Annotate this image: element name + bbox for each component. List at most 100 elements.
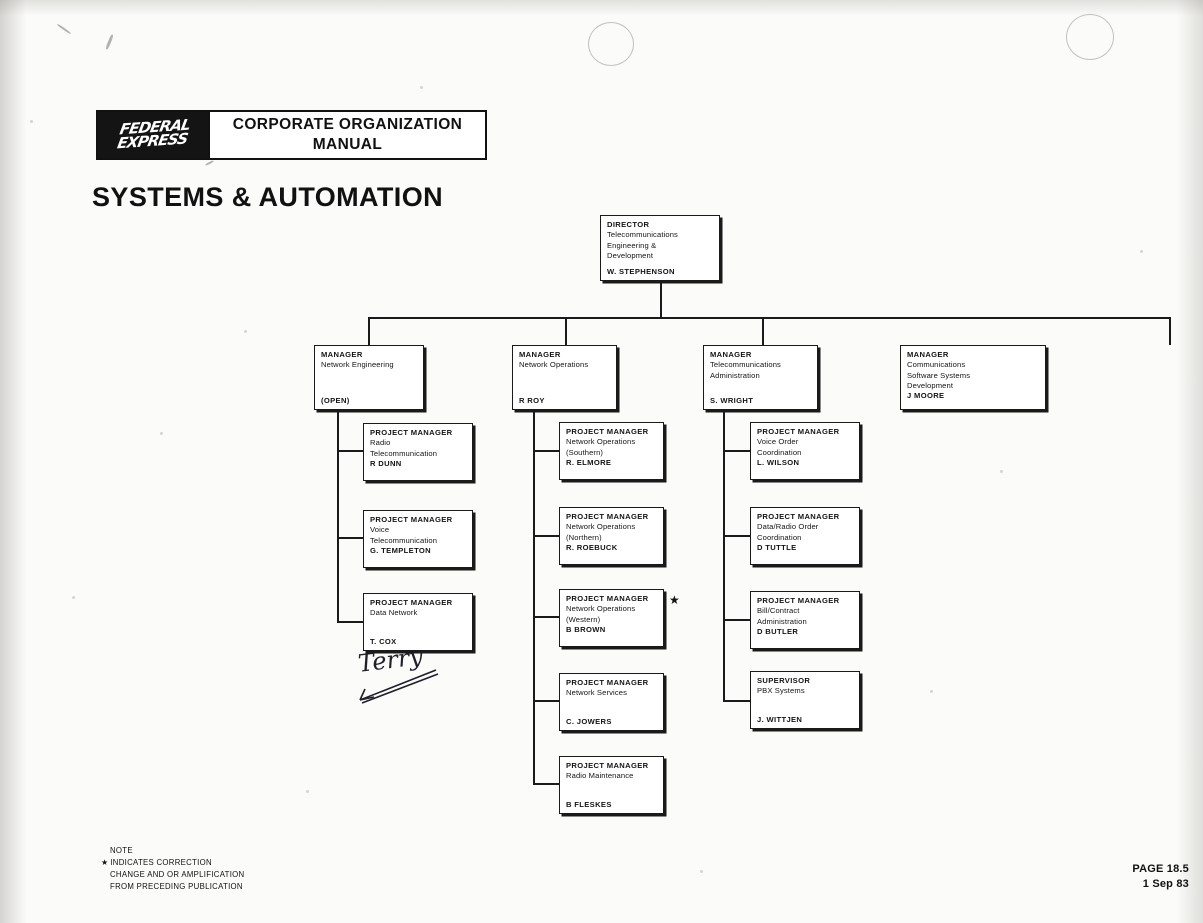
connector-manager-bus <box>368 317 1171 320</box>
col3-4-role: SUPERVISOR <box>757 676 811 685</box>
col1-3-role: PROJECT MANAGER <box>370 598 453 607</box>
scan-speck-6 <box>1000 470 1003 473</box>
note-star-icon: ★ <box>101 858 109 868</box>
org-node-pm-radio-telecommunication: PROJECT MANAGER Radio Telecommunication … <box>363 423 473 481</box>
scan-smudge-2 <box>56 23 72 35</box>
col1-1-role: PROJECT MANAGER <box>370 428 453 437</box>
col1-1-person: R DUNN <box>370 458 402 468</box>
scan-speck-3 <box>160 432 163 435</box>
note-heading: NOTE <box>110 846 133 855</box>
col2-3-role: PROJECT MANAGER <box>566 594 649 603</box>
col2-5-person: B FLESKES <box>566 799 612 809</box>
org-node-pm-netops-western: PROJECT MANAGER Network Operations (West… <box>559 589 664 647</box>
federal-express-logo: FEDERAL EXPRESS <box>98 112 208 158</box>
col3-3-person: D BUTLER <box>757 626 799 636</box>
page-edge-shadow-top <box>0 0 1203 16</box>
manager-4-desc: Communications Software Systems Developm… <box>907 360 971 390</box>
connector-col2-stub-2 <box>533 535 560 538</box>
connector-col2-stub-5 <box>533 783 560 786</box>
manager-1-desc: Network Engineering <box>321 360 394 370</box>
connector-col1-stub-3 <box>337 621 364 624</box>
manager-1-role: MANAGER <box>321 350 363 359</box>
director-desc: Telecommunications Engineering & Develop… <box>607 230 678 260</box>
connector-col3-stub-4 <box>723 700 751 703</box>
scan-speck-4 <box>72 596 75 599</box>
col3-3-role: PROJECT MANAGER <box>757 596 840 605</box>
org-node-supervisor-pbx-systems: SUPERVISOR PBX Systems J. WITTJEN <box>750 671 860 729</box>
connector-col3-stub-3 <box>723 619 751 622</box>
col2-2-role: PROJECT MANAGER <box>566 512 649 521</box>
col2-3-person: B BROWN <box>566 624 606 634</box>
manager-1-person: (OPEN) <box>321 395 350 405</box>
masthead-title: CORPORATE ORGANIZATION MANUAL <box>208 112 485 158</box>
col3-2-role: PROJECT MANAGER <box>757 512 840 521</box>
director-role: DIRECTOR <box>607 220 650 229</box>
masthead-title-line-2: MANUAL <box>312 136 383 153</box>
col2-3-desc: Network Operations (Western) <box>566 604 636 624</box>
org-node-pm-radio-maintenance: PROJECT MANAGER Radio Maintenance B FLES… <box>559 756 664 814</box>
connector-manager-drop-4 <box>1169 317 1172 345</box>
col2-5-desc: Radio Maintenance <box>566 771 634 781</box>
col3-2-person: D TUTTLE <box>757 542 797 552</box>
org-node-pm-data-radio-order-coordination: PROJECT MANAGER Data/Radio Order Coordin… <box>750 507 860 565</box>
org-node-manager-network-operations: MANAGER Network Operations R ROY <box>512 345 617 410</box>
scan-smudge-1 <box>105 34 114 50</box>
connector-col3-stub-1 <box>723 450 751 453</box>
col3-4-desc: PBX Systems <box>757 686 805 696</box>
org-node-manager-comm-software-systems: MANAGER Communications Software Systems … <box>900 345 1046 410</box>
connector-col3-stub-2 <box>723 535 751 538</box>
manager-3-desc: Telecommunications Administration <box>710 360 781 380</box>
manager-4-role: MANAGER <box>907 350 949 359</box>
col2-4-desc: Network Services <box>566 688 627 698</box>
scan-speck-2 <box>244 330 247 333</box>
connector-col2-stub-1 <box>533 450 560 453</box>
page-footer: PAGE 18.5 1 Sep 83 <box>1132 862 1189 893</box>
handwritten-annotation: Terry <box>352 642 462 710</box>
scan-speck-10 <box>420 86 423 89</box>
org-node-pm-network-services: PROJECT MANAGER Network Services C. JOWE… <box>559 673 664 731</box>
connector-col1-spine <box>337 410 340 623</box>
col1-3-desc: Data Network <box>370 608 418 618</box>
col3-2-desc: Data/Radio Order Coordination <box>757 522 819 542</box>
org-node-manager-telecom-administration: MANAGER Telecommunications Administratio… <box>703 345 818 410</box>
connector-col2-stub-4 <box>533 700 560 703</box>
org-node-pm-voice-order-coordination: PROJECT MANAGER Voice Order Coordination… <box>750 422 860 480</box>
col2-4-person: C. JOWERS <box>566 716 612 726</box>
col3-3-desc: Bill/Contract Administration <box>757 606 807 626</box>
manager-2-desc: Network Operations <box>519 360 589 370</box>
col1-2-desc: Voice Telecommunication <box>370 525 438 545</box>
col2-5-role: PROJECT MANAGER <box>566 761 649 770</box>
scan-speck-5 <box>306 790 309 793</box>
page-edge-shadow-right <box>1177 0 1203 923</box>
page-edge-shadow-left <box>0 0 26 923</box>
connector-manager-drop-1 <box>368 317 371 345</box>
correction-marker-netops-western: ★ <box>669 593 680 607</box>
col1-3-person: T. COX <box>370 636 397 646</box>
manager-3-role: MANAGER <box>710 350 752 359</box>
masthead-title-line-1: CORPORATE ORGANIZATION <box>232 116 463 134</box>
col2-1-desc: Network Operations (Southern) <box>566 437 636 457</box>
note-line-1: INDICATES CORRECTION <box>110 858 212 868</box>
org-node-director: DIRECTOR Telecommunications Engineering … <box>600 215 720 281</box>
handwritten-arrow-icon <box>359 669 439 704</box>
note-line-3: FROM PRECEDING PUBLICATION <box>110 882 243 892</box>
col3-1-role: PROJECT MANAGER <box>757 427 840 436</box>
page-number: PAGE 18.5 <box>1132 863 1189 875</box>
col3-1-desc: Voice Order Coordination <box>757 437 802 457</box>
masthead: FEDERAL EXPRESS CORPORATE ORGANIZATION M… <box>96 110 487 160</box>
scan-speck-9 <box>700 870 703 873</box>
connector-manager-drop-3 <box>762 317 765 345</box>
scan-speck-1 <box>30 120 33 123</box>
org-node-pm-voice-telecommunication: PROJECT MANAGER Voice Telecommunication … <box>363 510 473 568</box>
col2-1-person: R. ELMORE <box>566 457 612 467</box>
connector-col3-spine <box>723 410 726 702</box>
col1-2-role: PROJECT MANAGER <box>370 515 453 524</box>
manager-2-person: R ROY <box>519 395 545 405</box>
col3-4-person: J. WITTJEN <box>757 714 803 724</box>
org-node-manager-network-engineering: MANAGER Network Engineering (OPEN) <box>314 345 424 410</box>
org-node-pm-data-network: PROJECT MANAGER Data Network T. COX <box>363 593 473 651</box>
col1-2-person: G. TEMPLETON <box>370 545 432 555</box>
connector-col1-stub-1 <box>337 450 364 453</box>
manager-4-person: J MOORE <box>907 391 945 401</box>
